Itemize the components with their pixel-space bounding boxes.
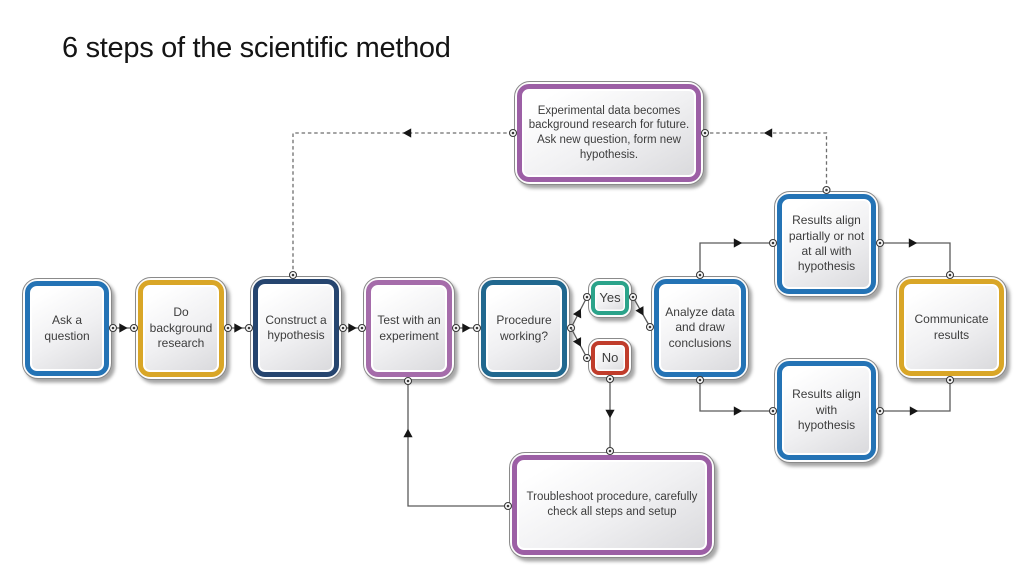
node-communicate-results: Communicate results bbox=[896, 276, 1007, 379]
node-test-experiment: Test with an experiment bbox=[363, 277, 455, 380]
node-border: Construct a hypothesis bbox=[253, 279, 339, 377]
node-label: Test with an experiment bbox=[377, 313, 441, 343]
node-border: Communicate results bbox=[899, 279, 1004, 376]
node-border: Procedure working? bbox=[481, 280, 567, 377]
node-border: Results align with hypothesis bbox=[777, 361, 876, 460]
node-label: Analyze data and draw conclusions bbox=[665, 304, 735, 350]
connector-experimental-to-construct-dashed bbox=[288, 128, 518, 280]
connector-results-partial-to-communicate bbox=[875, 238, 955, 280]
node-yes: Yes bbox=[588, 278, 632, 318]
node-border: Test with an experiment bbox=[366, 280, 452, 377]
node-results-partial: Results align partially or not at all wi… bbox=[774, 191, 879, 297]
node-label: Procedure working? bbox=[496, 313, 552, 343]
node-border: Ask a question bbox=[25, 281, 109, 376]
node-procedure-working: Procedure working? bbox=[478, 277, 570, 380]
node-border: Analyze data and draw conclusions bbox=[654, 279, 746, 377]
node-label: Do background research bbox=[149, 305, 213, 351]
node-experimental-data: Experimental data becomes background res… bbox=[514, 81, 704, 185]
node-label: Results align with hypothesis bbox=[792, 387, 861, 433]
node-border: Yes bbox=[591, 281, 629, 315]
node-no: No bbox=[588, 338, 632, 378]
connector-background-to-construct bbox=[223, 323, 254, 333]
node-label: Yes bbox=[599, 289, 621, 305]
connector-no-to-troubleshoot bbox=[605, 374, 615, 456]
node-analyze-data: Analyze data and draw conclusions bbox=[651, 276, 749, 380]
node-label: Troubleshoot procedure, carefully check … bbox=[526, 491, 698, 518]
connector-yes-to-analyze bbox=[628, 292, 655, 332]
node-border: Experimental data becomes background res… bbox=[517, 84, 701, 182]
node-results-align: Results align with hypothesis bbox=[774, 358, 879, 463]
connector-ask-to-background bbox=[108, 323, 139, 333]
connector-analyze-to-results-partial bbox=[695, 238, 778, 280]
page-title: 6 steps of the scientific method bbox=[62, 32, 451, 64]
node-border: Results align partially or not at all wi… bbox=[777, 194, 876, 294]
node-label: Ask a question bbox=[44, 313, 90, 343]
node-label: Communicate results bbox=[914, 312, 989, 342]
connector-test-to-procedure bbox=[451, 323, 482, 333]
node-construct-hypothesis: Construct a hypothesis bbox=[250, 276, 342, 380]
connector-construct-to-test bbox=[338, 323, 367, 333]
node-ask-question: Ask a question bbox=[22, 278, 112, 379]
node-border: No bbox=[591, 341, 629, 375]
node-background-research: Do background research bbox=[135, 277, 227, 380]
node-border: Do background research bbox=[138, 280, 224, 377]
node-border: Troubleshoot procedure, carefully check … bbox=[512, 455, 712, 555]
connector-troubleshoot-to-test bbox=[403, 376, 513, 511]
node-label: Results align partially or not at all wi… bbox=[788, 213, 865, 274]
connector-analyze-to-results-align bbox=[695, 375, 778, 416]
connector-results-align-to-communicate bbox=[875, 375, 955, 416]
node-troubleshoot: Troubleshoot procedure, carefully check … bbox=[509, 452, 715, 558]
node-label: Construct a hypothesis bbox=[265, 312, 327, 342]
node-label: Experimental data becomes background res… bbox=[528, 104, 690, 161]
node-label: No bbox=[601, 349, 619, 365]
connector-results-partial-to-experimental-dashed bbox=[700, 128, 831, 195]
